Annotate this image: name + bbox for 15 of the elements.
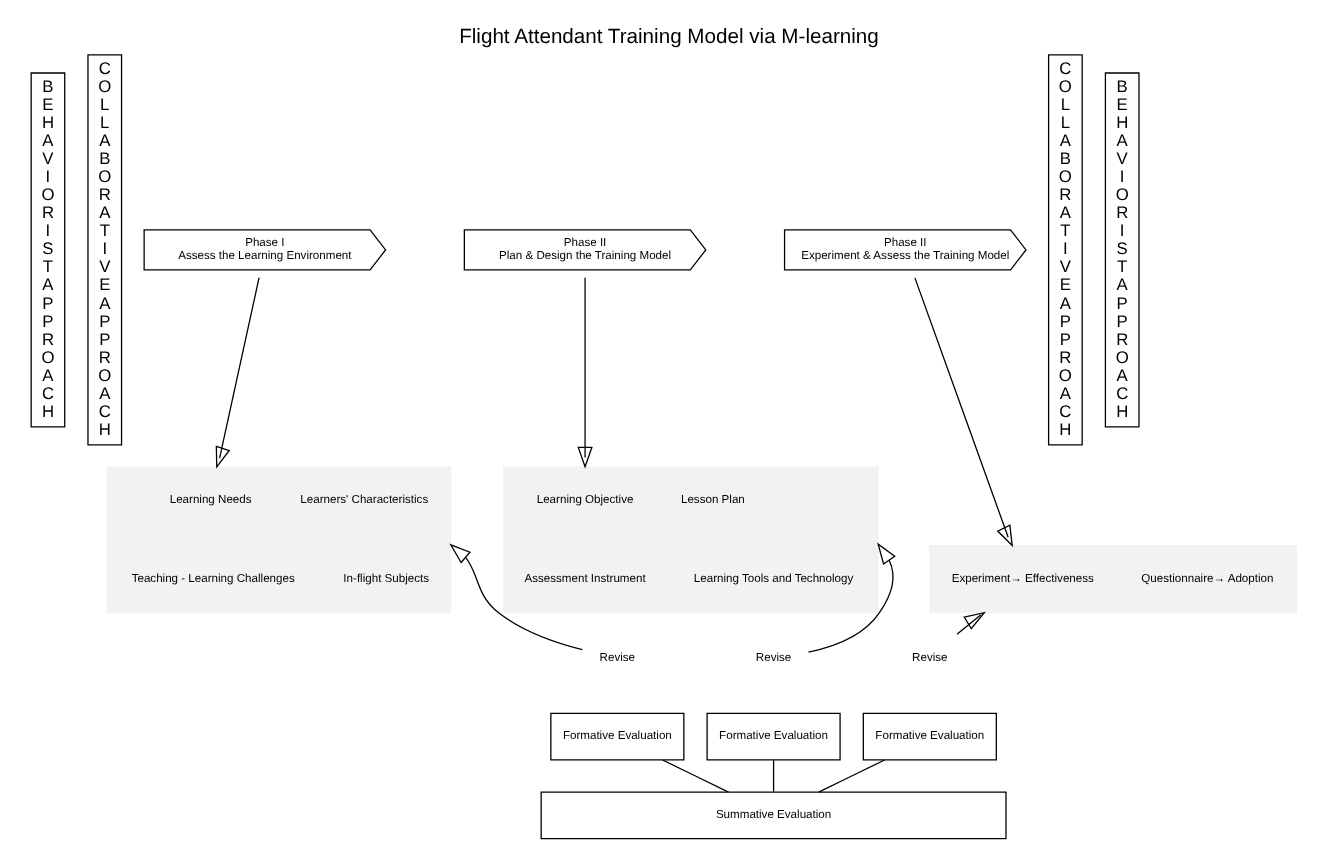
arrow [807, 542, 896, 653]
node-box: COLLABORATIVEAPPROACH [1047, 54, 1083, 446]
arrow [914, 277, 1014, 548]
cluster [106, 466, 452, 614]
arrow [577, 277, 593, 469]
connector [772, 759, 775, 793]
cluster [929, 544, 1298, 614]
arrow [215, 277, 260, 469]
cluster [503, 466, 879, 614]
diagram-title: Flight Attendant Training Model via M-learning [459, 27, 879, 50]
node-box: BEHAVIORISTAPPROACH [30, 72, 66, 428]
node-box: COLLABORATIVEAPPROACH [87, 54, 123, 446]
arrow [956, 611, 986, 635]
arrow [449, 543, 583, 651]
node-box: BEHAVIORISTAPPROACH [1104, 72, 1140, 428]
